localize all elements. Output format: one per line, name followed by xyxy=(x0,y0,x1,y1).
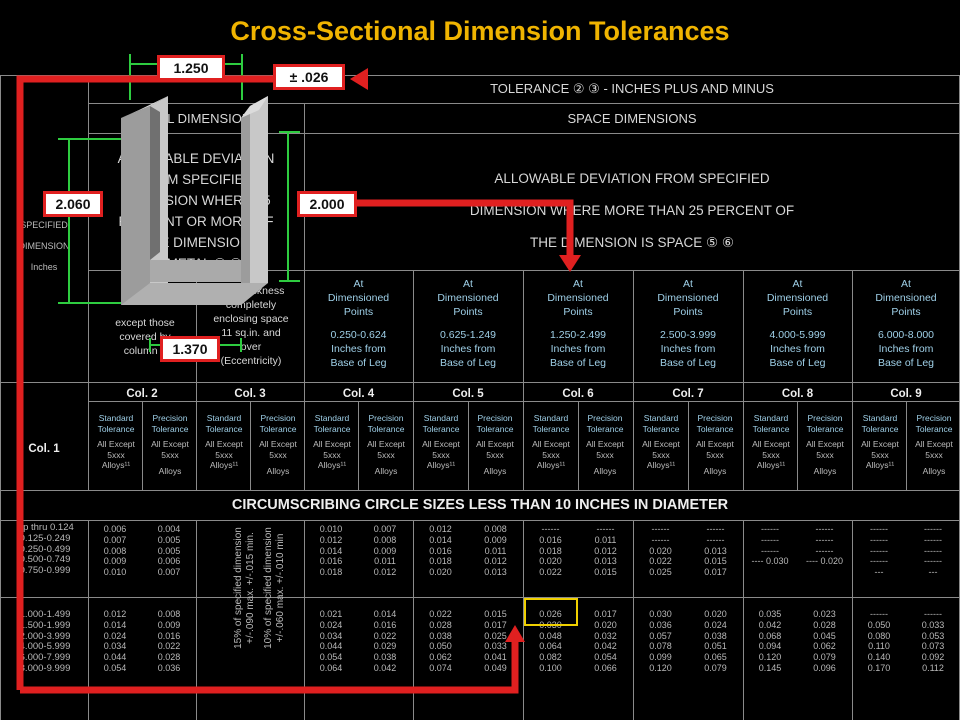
values-column-a: ---------------------- 0.020 xyxy=(805,524,843,567)
arrow-up-head xyxy=(505,625,525,642)
column-label: Col. 2 xyxy=(126,388,158,400)
column-label: Col. 5 xyxy=(452,388,484,400)
column-label: Col. 9 xyxy=(890,388,922,400)
height-callout: 2.060 xyxy=(43,191,103,217)
red-arrows xyxy=(16,75,574,694)
space-dimensions-header: SPACE DIMENSIONS xyxy=(567,111,697,126)
arrow-left-head xyxy=(350,68,368,90)
channel-section-shape xyxy=(121,96,268,305)
circumscribing-header: CIRCUMSCRIBING CIRCLE SIZES LESS THAN 10… xyxy=(231,497,729,513)
width-callout: 1.250 xyxy=(157,55,225,81)
column-label: Col. 4 xyxy=(342,388,375,400)
values-column-a: ---------------------- 0.030 xyxy=(751,524,789,567)
arrowheads xyxy=(350,68,581,642)
tolerance-callout: ± .026 xyxy=(273,64,345,90)
values-column-a: --------------------------- xyxy=(924,524,942,578)
column-label: Col. 6 xyxy=(562,388,594,400)
column-label: Col. 3 xyxy=(234,388,266,400)
column-label: Col. 8 xyxy=(781,388,814,400)
inner-height-callout: 2.000 xyxy=(297,191,357,217)
column-label: Col. 1 xyxy=(28,443,60,455)
values-column-a: --------------------------- xyxy=(870,524,888,578)
column-label: Col. 7 xyxy=(672,388,704,400)
arrow-down-head xyxy=(559,255,581,272)
page-title: Cross-Sectional Dimension Tolerances xyxy=(230,16,730,46)
highlight-box xyxy=(524,598,578,626)
tolerance-header: TOLERANCE ② ③ - INCHES PLUS AND MINUS xyxy=(490,81,774,96)
inner-width-callout: 1.370 xyxy=(160,336,220,362)
